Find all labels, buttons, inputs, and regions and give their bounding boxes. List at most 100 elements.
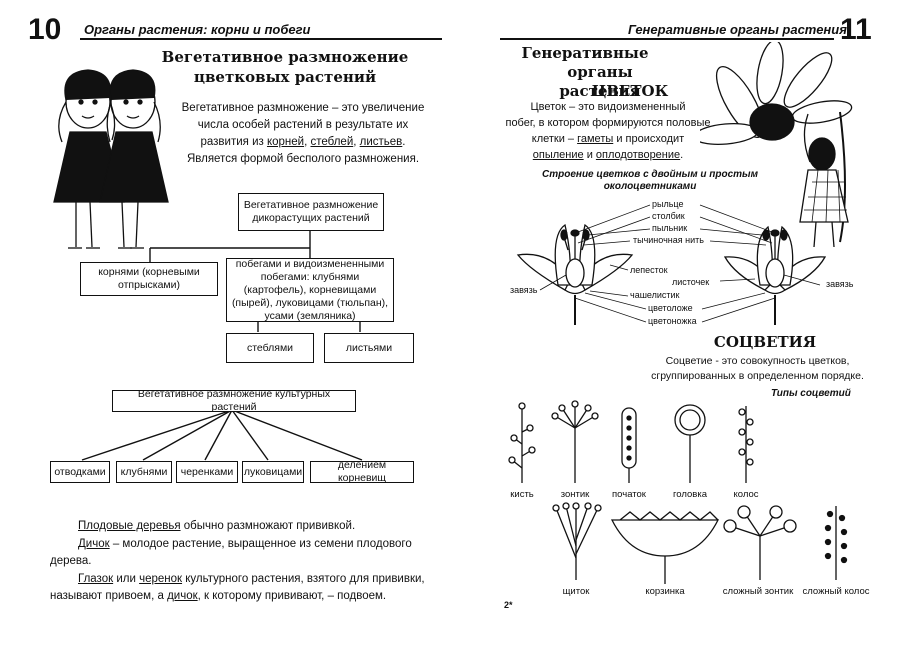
- cultivated-diagram-connectors: [81, 409, 363, 461]
- definition-line: развития из корней, стеблей, листьев.: [178, 134, 428, 151]
- grafting-line: называют привоем, а дичок, к которому пр…: [50, 588, 438, 606]
- caption-raceme: кисть: [510, 489, 534, 500]
- definition-line: Соцветие - это совокупность цветков,: [665, 355, 850, 367]
- term-leaves: листьев: [359, 136, 403, 148]
- caption-compound-umbel: сложный зонтик: [722, 586, 794, 597]
- shoots-box: побегами и видоизмененными побегами: клу…: [226, 258, 394, 322]
- text: называют привоем, а: [50, 590, 168, 602]
- method-cuttings-box: черенками: [176, 461, 238, 483]
- structure-title-line1: Строение цветков с двойным и простым: [542, 169, 758, 180]
- right-page-title: Генеративные органы растения: [500, 44, 670, 101]
- label-filament: тычиночная нить: [633, 235, 704, 245]
- term-fruit-trees: Плодовые деревья: [78, 520, 181, 532]
- grafting-line: Плодовые деревья обычно размножают приви…: [78, 518, 438, 536]
- vegetative-definition: Вегетативное размножение – это увеличени…: [178, 100, 428, 168]
- left-page-title: Вегетативное размножение цветковых расте…: [150, 47, 420, 87]
- text: культурного растения, взятого для привив…: [182, 572, 425, 585]
- definition-line: побег, в котором формируются половые: [505, 117, 711, 129]
- structure-title-line2: околоцветниками: [603, 181, 697, 192]
- text: , к которому прививают, – подвоем.: [197, 590, 387, 602]
- label-leaflet: листочек: [672, 277, 710, 287]
- text: и: [583, 149, 596, 161]
- stems-box: стеблями: [226, 333, 314, 363]
- definition-line: Цветок – это видоизмененный: [530, 101, 686, 113]
- left-page-number: 10: [28, 13, 62, 46]
- label-petal: лепесток: [630, 265, 668, 275]
- term-roots: корней: [266, 136, 305, 148]
- inflorescence-definition: Соцветие - это совокупность цветков, сгр…: [640, 354, 875, 384]
- term-wilding: Дичок: [78, 537, 110, 550]
- wild-plants-box: Вегетативное размножение дикорастущих ра…: [238, 193, 384, 231]
- text: ,: [353, 136, 360, 148]
- girl-with-flower-illustration: [700, 42, 853, 248]
- text: .: [680, 149, 684, 161]
- term-bud: Глазок: [78, 572, 114, 585]
- definition-line: Является формой бесполого размножения.: [186, 153, 420, 165]
- footer-signature-mark: 2*: [504, 600, 513, 610]
- right-title-line2: органы растения: [559, 63, 641, 100]
- label-receptacle: цветоложе: [648, 303, 693, 313]
- term-pollination: опыление: [532, 149, 584, 161]
- inflorescence-types-title: Типы соцветий: [771, 388, 851, 399]
- term-cutting: черенок: [139, 572, 183, 585]
- right-running-head: Генеративные органы растения: [628, 22, 847, 37]
- caption-head: головка: [673, 489, 707, 500]
- grafting-line: Дичок – молодое растение, выращенное из …: [78, 536, 438, 554]
- term-gametes: гаметы: [577, 133, 614, 145]
- method-rhizome-box: делением корневищ: [310, 459, 414, 484]
- method-layering-box: отводками: [50, 461, 110, 483]
- text: .: [402, 136, 406, 148]
- right-page-number: 11: [840, 13, 872, 46]
- definition-line: опыление и оплодотворение.: [498, 147, 718, 163]
- caption-basket: корзинка: [645, 586, 685, 597]
- term-stems: стеблей: [310, 136, 354, 148]
- definition-line: клетки – гаметы и происходит: [498, 131, 718, 147]
- grafting-text: Плодовые деревья обычно размножают приви…: [50, 518, 438, 606]
- left-running-head: Органы растения: корни и побеги: [84, 22, 311, 37]
- flower-structure-diagram: [516, 204, 827, 325]
- label-ovary-left: завязь: [510, 285, 538, 295]
- label-ovary-right: завязь: [826, 279, 854, 289]
- caption-corymb: щиток: [562, 586, 590, 597]
- text: или: [113, 572, 140, 585]
- left-title-line2: цветковых растений: [193, 68, 377, 86]
- term-fertilization: оплодотворение: [595, 149, 681, 161]
- text: и происходит: [613, 133, 685, 145]
- inflorescence-row2-diagram: [552, 502, 848, 584]
- definition-line: Вегетативное размножение – это увеличени…: [181, 102, 425, 114]
- inflorescence-row1-diagram: [508, 400, 754, 483]
- wild-diagram-connectors: [149, 230, 361, 332]
- text: ,: [304, 136, 311, 148]
- left-title-line1: Вегетативное размножение: [161, 48, 409, 66]
- text: развития из: [200, 136, 267, 148]
- label-sepal: чашелистик: [630, 290, 680, 300]
- grafting-line: Глазок или черенок культурного растения,…: [78, 571, 438, 589]
- caption-compound-spike: сложный колос: [802, 586, 870, 597]
- cultivated-plants-box: Вегетативное размножение культурных раст…: [112, 388, 356, 413]
- roots-box: корнями (корневыми отпрысками): [80, 262, 218, 296]
- label-style: столбик: [652, 211, 685, 221]
- structure-title: Строение цветков с двойным и простым око…: [530, 169, 770, 193]
- text: клетки –: [531, 133, 578, 145]
- right-title-line1: Генеративные: [521, 44, 649, 62]
- definition-line: числа особей растений в результате их: [197, 119, 409, 131]
- caption-spadix: початок: [612, 489, 646, 500]
- twin-girls-illustration: [53, 69, 169, 249]
- right-header-rule: [500, 38, 834, 40]
- inflorescence-title: СОЦВЕТИЯ: [713, 333, 817, 351]
- label-pedicel: цветоножка: [648, 316, 697, 326]
- left-header-rule: [80, 38, 442, 40]
- label-stigma: рыльце: [652, 199, 684, 209]
- grafting-line: дерева.: [50, 555, 92, 567]
- leaves-box: листьями: [324, 333, 414, 363]
- term-wilding: дичок: [167, 590, 198, 602]
- caption-umbel: зонтик: [560, 489, 590, 500]
- text: – молодое растение, выращенное из семени…: [109, 537, 412, 550]
- flower-definition: Цветок – это видоизмененный побег, в кот…: [498, 99, 718, 163]
- label-anther: пыльник: [652, 223, 688, 233]
- method-tubers-box: клубнями: [116, 461, 172, 483]
- flower-section-title: ЦВЕТОК: [591, 82, 669, 100]
- method-bulbs-box: луковицами: [242, 461, 304, 483]
- caption-spike: колос: [733, 489, 759, 500]
- definition-line: сгруппированных в определенном порядке.: [651, 370, 864, 382]
